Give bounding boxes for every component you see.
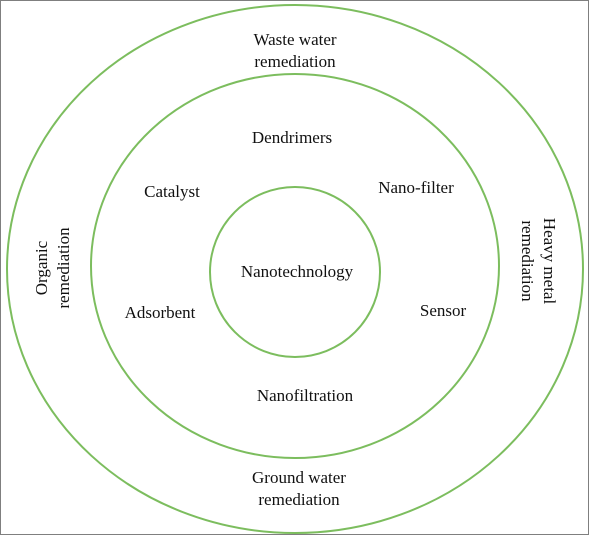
outer-ring <box>6 4 584 534</box>
inner-ring <box>209 186 381 358</box>
middle-lower-right-label: Sensor <box>419 301 467 320</box>
outer-left-label: Organic remediation <box>31 227 75 308</box>
center-label: Nanotechnology <box>240 262 354 281</box>
middle-upper-left-label: Catalyst <box>144 182 200 201</box>
outer-left-line-2: remediation <box>54 227 73 309</box>
outer-top-line-2: remediation <box>254 52 336 71</box>
outer-right-line-2: remediation <box>518 220 537 302</box>
outer-bottom-line-1: Ground water <box>252 468 346 487</box>
middle-upper-right-label: Nano-filter <box>378 178 454 197</box>
outer-top-line-1: Waste water <box>253 30 337 49</box>
middle-top-label: Dendrimers <box>251 128 333 147</box>
middle-lower-left-label: Adsorbent <box>124 303 196 322</box>
outer-bottom-label: Ground water remediation <box>252 467 346 511</box>
outer-top-label: Waste water remediation <box>253 29 336 73</box>
middle-ring <box>90 73 500 459</box>
outer-right-line-1: Heavy metal <box>540 217 559 305</box>
outer-bottom-line-2: remediation <box>258 490 340 509</box>
middle-bottom-label: Nanofiltration <box>256 386 354 405</box>
outer-right-label: Heavy metal remediation <box>516 218 560 304</box>
outer-left-line-1: Organic <box>32 240 51 296</box>
